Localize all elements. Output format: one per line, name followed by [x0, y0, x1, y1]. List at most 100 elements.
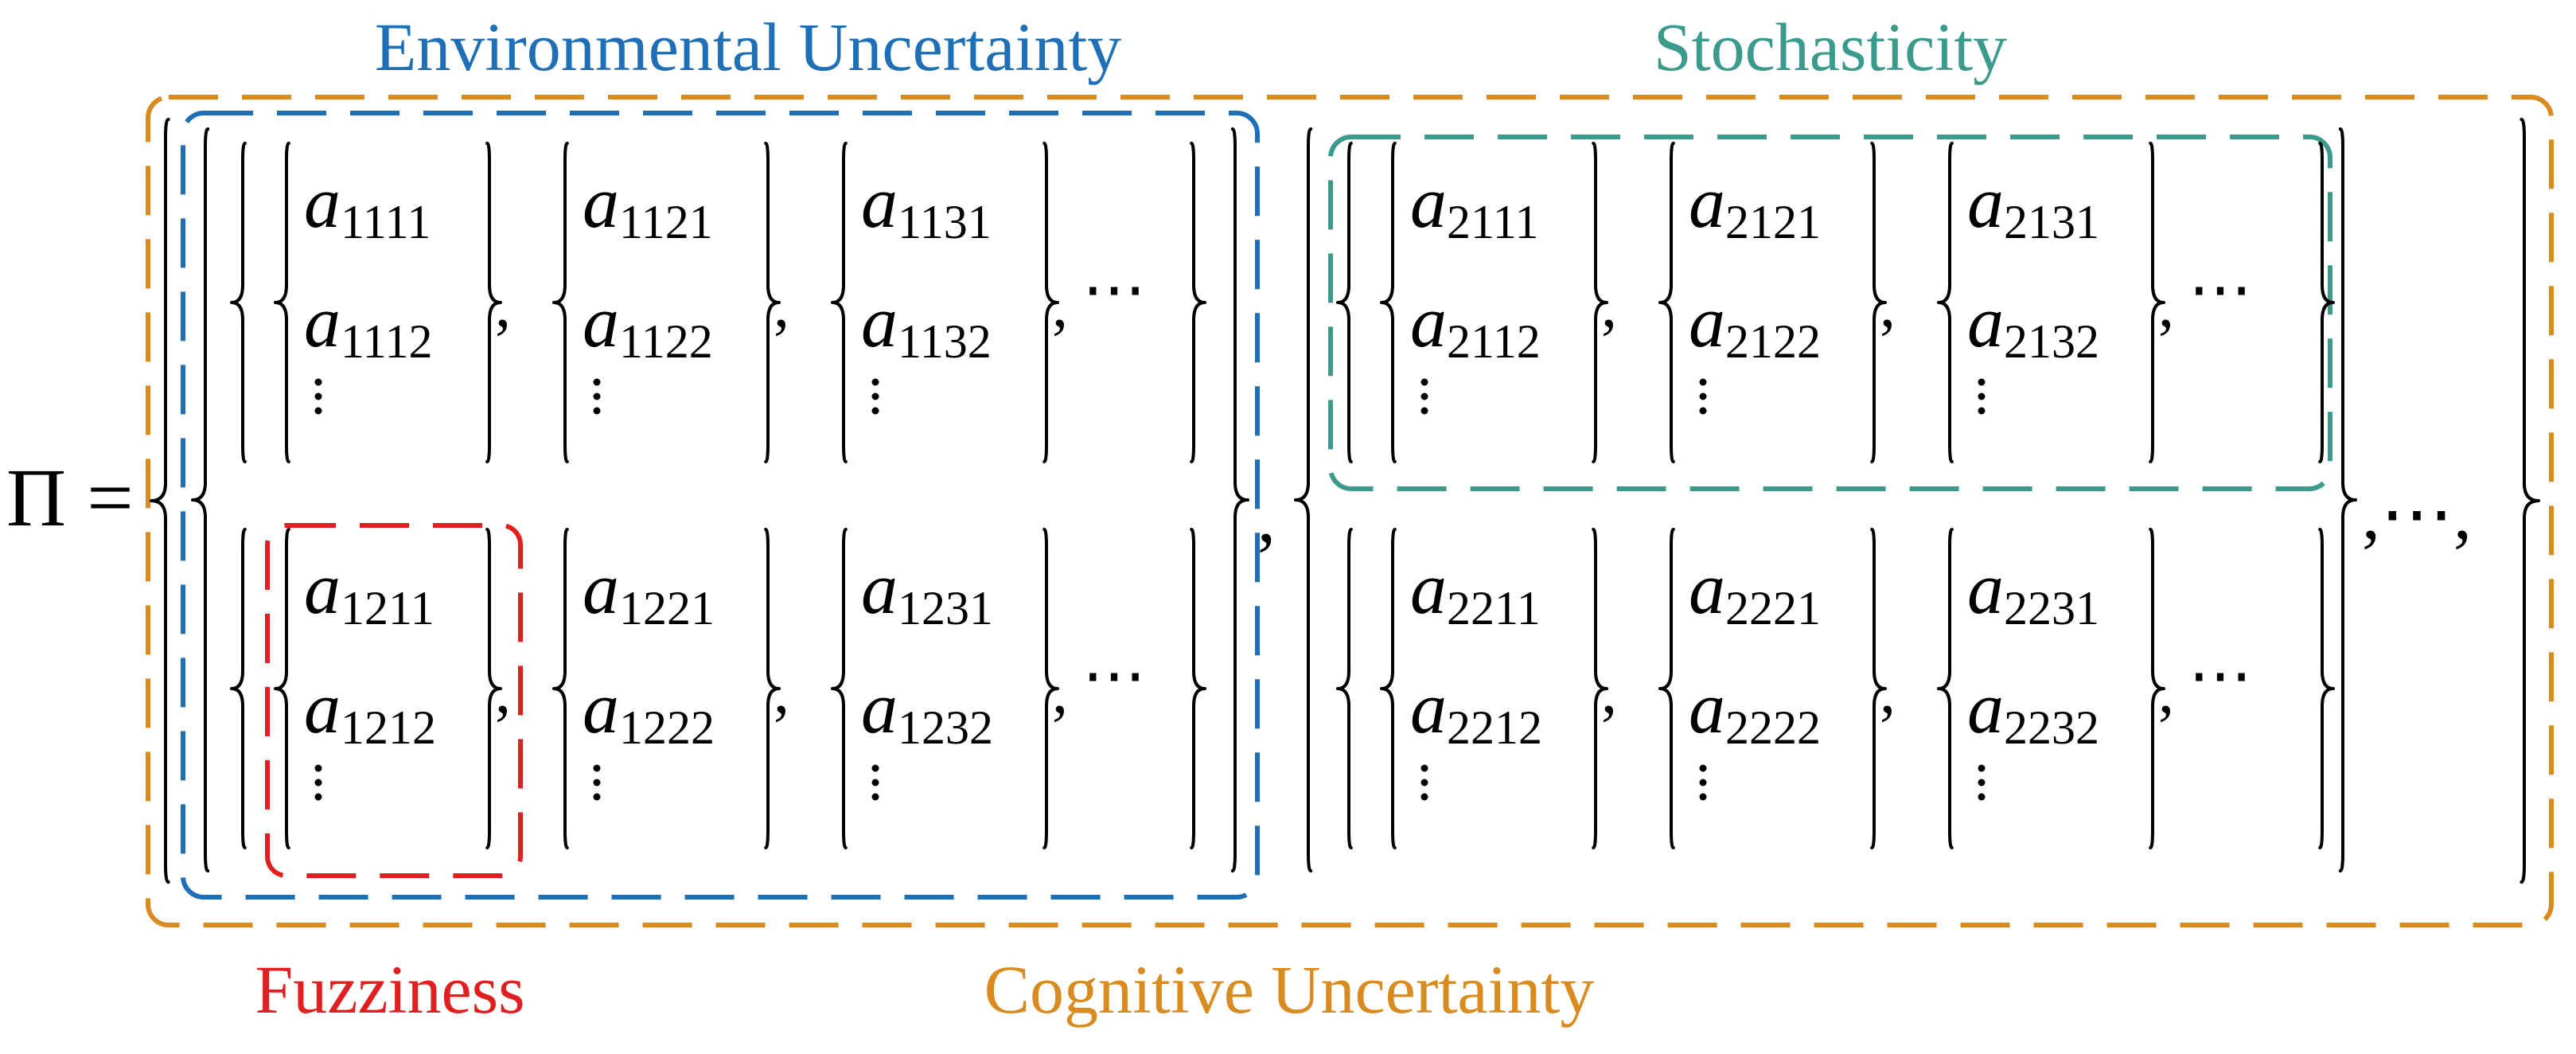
block-1-row-1-open-brace: [230, 142, 247, 463]
block-2-row-1-set-3-entry-2: a2132: [1967, 281, 2099, 368]
block-1-row-1-set-2-comma: ,: [774, 271, 789, 341]
block-2-row-1-set-2-entry-1: a2121: [1689, 162, 1821, 248]
block-2-row-2-set-1-comma: ,: [1601, 657, 1617, 727]
block-2-row-2-set-1-open-brace: [1380, 528, 1397, 849]
block-2-row-2-hdots: ⋯: [2188, 641, 2252, 711]
stochasticity-box: [1328, 135, 2332, 491]
block-2-row-1-set-1-close-brace: [1592, 142, 1608, 463]
block-2-row-2-set-1-close-brace: [1592, 528, 1608, 849]
block-1-row-2-set-2-entry-2: a1222: [583, 667, 715, 754]
block-2-row-2-set-1-entry-2: a2212: [1410, 667, 1542, 754]
block-1-row-2-set-1-entry-1: a1211: [304, 548, 435, 634]
block-2-row-1-set-3-vdots: [1978, 378, 1986, 415]
block-1-row-1-set-3-vdots: [871, 378, 879, 415]
block-2-row-1-close-brace: [2318, 142, 2335, 463]
block-2-row-1-set-1-open-brace: [1380, 142, 1397, 463]
block-1-row-1-set-2-open-brace: [552, 142, 569, 463]
block-1-row-2-set-3-entry-1: a1231: [861, 548, 993, 634]
block-1-row-1-set-3-close-brace: [1042, 142, 1059, 463]
block-2-close-brace: [2338, 127, 2357, 872]
block-2-row-1-set-2-open-brace: [1658, 142, 1675, 463]
fuzziness-label: Fuzziness: [255, 951, 524, 1028]
block-1-row-1-set-1-entry-1: a1111: [304, 162, 431, 248]
block-1-row-2-set-3-comma: ,: [1052, 657, 1068, 727]
block-1-row-2-set-2-open-brace: [552, 528, 569, 849]
block-1-row-1-set-1-open-brace: [274, 142, 290, 463]
trailing-ellipsis: ,⋯,: [2362, 473, 2472, 554]
block-2-open-brace: [1294, 127, 1313, 872]
block-1-row-1-set-2-close-brace: [764, 142, 781, 463]
block-1-row-1-set-1-entry-2: a1112: [304, 281, 433, 368]
block-2-row-2-set-3-open-brace: [1937, 528, 1954, 849]
block-1-row-2-set-3-open-brace: [831, 528, 848, 849]
block-2-row-2-set-3-entry-1: a2231: [1967, 548, 2099, 634]
block-1-row-1-set-2-vdots: [593, 378, 601, 415]
block-2-row-2-set-2-vdots: [1699, 764, 1707, 801]
cognitive-uncertainty-box: [146, 95, 2554, 927]
block-2-row-1-open-brace: [1336, 142, 1353, 463]
outer-open-brace: [150, 118, 170, 884]
outer-close-brace: [2519, 118, 2540, 884]
block-1-row-1-set-3-open-brace: [831, 142, 848, 463]
block-1-row-2-set-1-entry-2: a1212: [304, 667, 436, 754]
block-2-row-2-set-3-close-brace: [2149, 528, 2165, 849]
block-1-row-2-set-2-close-brace: [764, 528, 781, 849]
block-1-row-1-set-1-comma: ,: [495, 271, 511, 341]
block-2-row-1-set-2-entry-2: a2122: [1689, 281, 1821, 368]
environmental-uncertainty-box: [181, 111, 1260, 900]
block-1-row-2-set-2-entry-1: a1221: [583, 548, 715, 634]
block-1-row-1-set-2-entry-2: a1122: [583, 281, 713, 368]
block-1-row-2-hdots: ⋯: [1082, 641, 1146, 711]
block-2-row-2-set-3-vdots: [1978, 764, 1986, 801]
block-2-row-1-hdots: ⋯: [2188, 255, 2252, 325]
block-1-row-1-set-1-close-brace: [485, 142, 502, 463]
block-2-row-2-set-2-entry-1: a2221: [1689, 548, 1821, 634]
block-2-row-1-set-1-entry-1: a2111: [1410, 162, 1539, 248]
block-2-row-2-set-2-comma: ,: [1880, 657, 1896, 727]
block-1-close-brace: [1230, 127, 1249, 872]
block-2-row-2-set-2-entry-2: a2222: [1689, 667, 1821, 754]
block-1-row-1-set-3-entry-1: a1131: [861, 162, 992, 248]
block-1-row-2-set-2-comma: ,: [774, 657, 789, 727]
block-1-row-2-set-1-comma: ,: [495, 657, 511, 727]
block-1-row-1-hdots: ⋯: [1082, 255, 1146, 325]
environmental-uncertainty-label: Environmental Uncertainty: [375, 9, 1122, 85]
block-2-row-1-set-3-comma: ,: [2158, 271, 2174, 341]
stochasticity-label: Stochasticity: [1654, 9, 2007, 85]
block-1-row-1-set-3-entry-2: a1132: [861, 281, 992, 368]
block-2-row-2-set-2-close-brace: [1870, 528, 1887, 849]
block-1-row-1-set-1-vdots: [314, 378, 322, 415]
block-2-row-1-set-3-close-brace: [2149, 142, 2165, 463]
block-2-row-1-set-3-entry-1: a2131: [1967, 162, 2099, 248]
block-2-row-2-set-1-vdots: [1421, 764, 1428, 801]
pi-equals: Π =: [6, 452, 134, 544]
block-2-row-1-set-1-entry-2: a2112: [1410, 281, 1541, 368]
block-1-row-2-set-1-open-brace: [274, 528, 290, 849]
block-1-row-1-set-3-comma: ,: [1052, 271, 1068, 341]
block-1-row-1-set-2-entry-1: a1121: [583, 162, 713, 248]
block-1-row-2-open-brace: [230, 528, 247, 849]
fuzziness-box: [265, 523, 523, 878]
block-2-row-2-set-2-open-brace: [1658, 528, 1675, 849]
block-2-row-1-set-2-vdots: [1699, 378, 1707, 415]
block-1-open-brace: [191, 127, 210, 872]
cognitive-uncertainty-label: Cognitive Uncertainty: [984, 951, 1595, 1028]
block-2-row-1-set-1-vdots: [1421, 378, 1428, 415]
block-1-row-2-set-3-vdots: [871, 764, 879, 801]
block-2-row-2-open-brace: [1336, 528, 1353, 849]
block-2-row-1-set-3-open-brace: [1937, 142, 1954, 463]
block-2-row-2-set-3-entry-2: a2232: [1967, 667, 2099, 754]
block-2-row-2-close-brace: [2318, 528, 2335, 849]
block-1-row-2-set-2-vdots: [593, 764, 601, 801]
block-separator-comma: ,: [1257, 476, 1276, 557]
block-2-row-1-set-2-comma: ,: [1880, 271, 1896, 341]
block-2-row-2-set-3-comma: ,: [2158, 657, 2174, 727]
block-1-row-2-set-3-entry-2: a1232: [861, 667, 993, 754]
block-2-row-2-set-1-entry-1: a2211: [1410, 548, 1541, 634]
block-1-row-2-close-brace: [1190, 528, 1206, 849]
block-2-row-1-set-1-comma: ,: [1601, 271, 1617, 341]
block-1-row-1-close-brace: [1190, 142, 1206, 463]
block-1-row-2-set-1-close-brace: [485, 528, 502, 849]
block-2-row-1-set-2-close-brace: [1870, 142, 1887, 463]
